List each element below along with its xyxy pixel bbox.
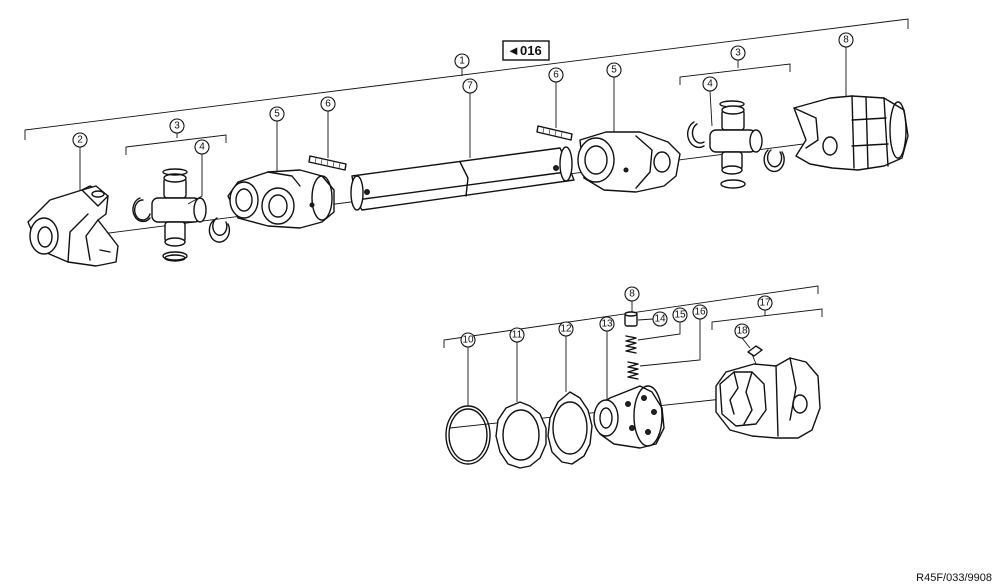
clutch-housing-part-17	[715, 357, 821, 439]
circlip-left-a	[132, 197, 151, 223]
reference-arrow: ◄	[507, 43, 520, 58]
svg-text:14: 14	[654, 314, 666, 325]
callout-5-left: 5	[269, 106, 285, 172]
plunger-part-14	[624, 311, 638, 327]
svg-text:3: 3	[174, 121, 180, 132]
svg-text:6: 6	[325, 99, 331, 110]
yoke-part-5-right	[577, 131, 681, 193]
svg-text:18: 18	[736, 326, 748, 337]
spring-part-16	[627, 361, 639, 380]
callout-7: 7	[462, 78, 478, 158]
callout-10: 10	[460, 332, 476, 406]
svg-text:5: 5	[274, 109, 280, 120]
callout-17: 17	[757, 295, 773, 316]
callout-11: 11	[509, 327, 525, 402]
svg-text:11: 11	[512, 330, 523, 341]
universal-joint-cross-right	[709, 100, 763, 189]
svg-text:3: 3	[735, 48, 741, 59]
callout-8-bottom: 8	[624, 286, 640, 312]
svg-text:15: 15	[674, 310, 686, 321]
universal-joint-cross-left	[151, 168, 207, 262]
circlip-right-b	[763, 149, 785, 173]
roll-pin-part-6-right	[536, 125, 573, 141]
svg-text:4: 4	[707, 79, 713, 90]
svg-text:4: 4	[199, 142, 205, 153]
washer-part-12	[547, 391, 593, 465]
callout-2: 2	[72, 132, 88, 190]
callout-16: 16	[639, 304, 708, 367]
svg-text:16: 16	[694, 307, 706, 318]
reference-box: ◄ 016	[502, 40, 550, 61]
bracket-universal-joint-left	[125, 134, 227, 155]
svg-text:8: 8	[843, 35, 849, 46]
figure-code: R45F/033/9908	[916, 572, 992, 584]
callout-18: 18	[734, 323, 751, 349]
snap-ring-part-10	[445, 405, 491, 465]
clutch-hub-part-13	[593, 385, 665, 449]
svg-text:13: 13	[601, 319, 613, 330]
callout-1: 1	[454, 53, 470, 76]
bracket-17	[711, 308, 823, 330]
callout-4-left: 4	[187, 139, 210, 205]
callout-8-top: 8	[838, 32, 854, 96]
callout-3-right: 3	[730, 45, 746, 68]
svg-text:8: 8	[629, 289, 635, 300]
bracket-universal-joint-right	[679, 63, 791, 85]
svg-text:7: 7	[467, 81, 473, 92]
shaft-tube-part-7	[350, 146, 575, 211]
callout-6-left: 6	[320, 96, 336, 158]
callout-5-right: 5	[606, 62, 622, 132]
svg-text:17: 17	[759, 298, 771, 309]
svg-text:1: 1	[459, 56, 465, 67]
callout-15: 15	[637, 307, 688, 341]
housing-yoke-part-8	[793, 95, 909, 171]
callout-3-left: 3	[169, 118, 185, 138]
reference-label: 016	[520, 43, 542, 58]
assembly-bracket-1	[24, 18, 909, 140]
callout-12: 12	[558, 321, 574, 392]
callout-4-right: 4	[702, 76, 718, 127]
svg-text:5: 5	[611, 65, 617, 76]
svg-text:12: 12	[560, 324, 572, 335]
grease-nipple-part-18	[747, 345, 763, 365]
circlip-right-a	[686, 121, 705, 149]
callout-6-right: 6	[548, 67, 564, 128]
svg-text:2: 2	[77, 135, 83, 146]
roll-pin-part-6-left	[308, 155, 347, 171]
yoke-end-part-2	[27, 185, 119, 267]
circlip-left-b	[208, 217, 231, 243]
spring-part-15	[625, 335, 637, 354]
callout-13: 13	[599, 316, 615, 400]
washer-part-11	[495, 401, 547, 469]
yoke-part-5-left	[227, 169, 335, 229]
callout-14: 14	[637, 311, 668, 327]
svg-text:10: 10	[462, 335, 474, 346]
svg-text:6: 6	[553, 70, 559, 81]
